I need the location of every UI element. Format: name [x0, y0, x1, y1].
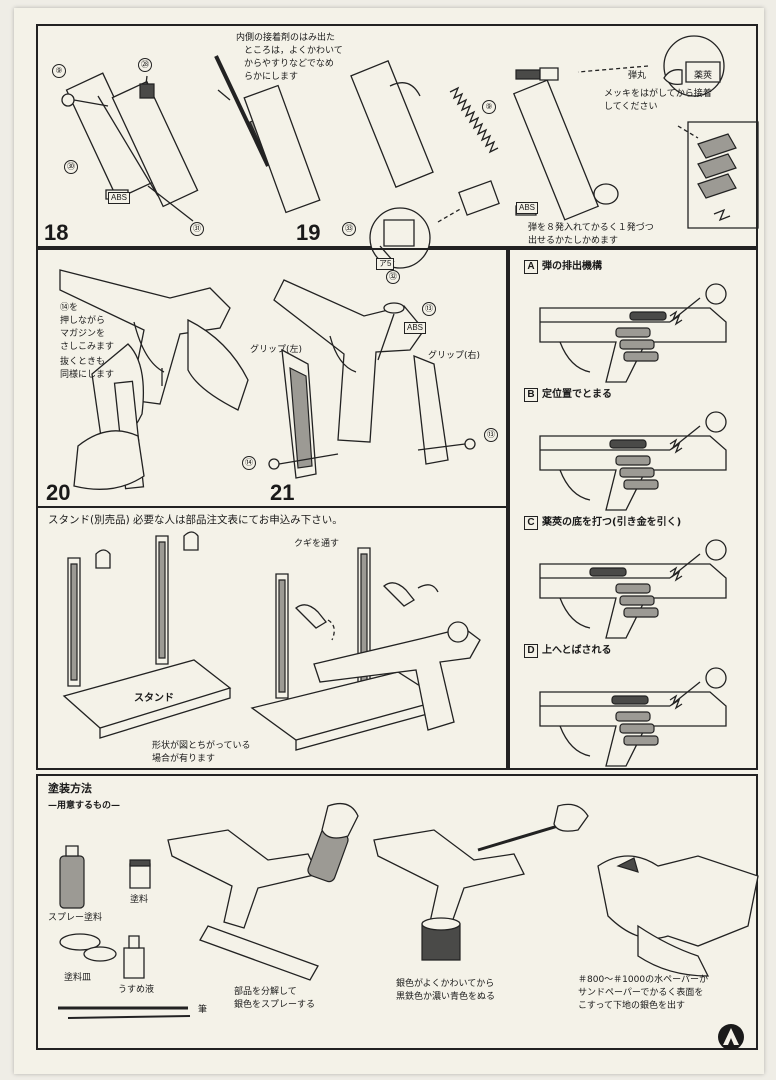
mechanism-step-letter: D — [524, 644, 538, 658]
step-19-note-line-3: からやすりなどでなめ — [244, 59, 334, 69]
mechanism-step-letter: A — [524, 260, 538, 274]
mechanism-diagram-a — [520, 278, 750, 378]
bullet-label: 弾丸 — [628, 71, 647, 81]
shape-note-line-2: 場合が有ります — [152, 754, 216, 764]
painting-drawing — [38, 776, 760, 1052]
painting-step3-line-1: ＃800～＃1000の水ペーパーか — [578, 975, 708, 985]
brush-label: 筆 — [198, 1005, 208, 1015]
instruction-sheet: ⑨ ㉘ ㉚ ㉛ ABS 18 — [14, 8, 764, 1074]
part-number-13-top: ⑬ — [422, 302, 436, 316]
mechanism-step-text: 弾の排出機構 — [542, 261, 602, 272]
step-20-note-line-4: さしこみます — [60, 342, 115, 352]
load-note-line-2: 出せるかたしかめます — [528, 236, 619, 246]
stand-drawing — [38, 508, 510, 772]
part-number-32: ㉜ — [386, 270, 400, 284]
step-18-drawing — [38, 26, 278, 250]
part-number-31: ㉛ — [190, 222, 204, 236]
shape-note-line-1: 形状が図とちがっている — [152, 741, 251, 751]
mechanism-step-title-b: B 定位置でとまる — [524, 388, 612, 402]
part-number-28: ㉘ — [138, 58, 152, 72]
steps-20-21-panel: ⑭を 押しながら マガジンを さしこみます 抜くときも 同様にします 20 グリ… — [36, 248, 508, 508]
stand-label: スタンド — [134, 693, 174, 704]
part-number-33: ㉝ — [342, 222, 356, 236]
part-number-9: ⑨ — [52, 64, 66, 78]
ejection-mechanism-panel: A 弾の排出機構 B 定位置でとまる C 薬莢の底を打つ(引き金を引く) D 上へとばされる — [508, 248, 758, 770]
step-number-20: 20 — [46, 480, 71, 505]
step-19-note-line-4: らかにします — [244, 72, 299, 82]
painting-subtitle: —用意するもの— — [48, 801, 121, 811]
spray-paint-label: スプレー塗料 — [48, 913, 103, 923]
step-20-note-line-5: 抜くときも — [60, 357, 106, 367]
step-number-18: 18 — [44, 220, 69, 245]
painting-step1-line-2: 銀色をスプレーする — [234, 1000, 316, 1010]
grip-right-label: グリップ(右) — [428, 351, 481, 361]
paint-label: 塗料 — [130, 895, 149, 905]
painting-step2-line-2: 黒鉄色か濃い青色をぬる — [396, 992, 496, 1002]
mechanism-diagram-b — [520, 406, 750, 506]
mechanism-step-letter: C — [524, 516, 538, 530]
part-number-13-right: ⑬ — [484, 428, 498, 442]
painting-step3-line-2: サンドペーパーでかるく表面を — [578, 988, 704, 998]
brand-logo-icon — [718, 1024, 744, 1050]
steps-18-19-panel: ⑨ ㉘ ㉚ ㉛ ABS 18 — [36, 24, 760, 284]
mechanism-step-letter: B — [524, 388, 538, 402]
part-number-30: ㉚ — [64, 160, 78, 174]
mechanism-step-text: 上へとばされる — [542, 645, 612, 656]
small-part-tag: ア5 — [376, 258, 395, 270]
step-21-drawing — [38, 250, 510, 510]
mechanism-step-title-a: A 弾の排出機構 — [524, 260, 602, 274]
part-number-14: ⑭ — [242, 456, 256, 470]
thinner-label: うすめ液 — [118, 985, 155, 995]
painting-step2-line-1: 銀色がよくかわいてから — [396, 979, 495, 989]
step-20-note-line-3: マガジンを — [60, 329, 106, 339]
stand-panel: スタンド(別売品) 必要な人は部品注文表にてお申込み下さい。 — [36, 506, 508, 770]
step-20-note-line-6: 同様にします — [60, 370, 115, 380]
step-20-note-line-2: 押しながら — [60, 316, 106, 326]
case-label: 薬莢 — [694, 71, 713, 81]
step-number-19: 19 — [296, 220, 321, 245]
step-20-note-line-1: ⑭を — [60, 303, 79, 313]
painting-step1-line-1: 部品を分解して — [234, 987, 297, 997]
mechanism-diagram-d — [520, 662, 750, 762]
mechanism-step-text: 定位置でとまる — [542, 389, 612, 400]
painting-panel: 塗装方法 —用意するもの— — [36, 774, 758, 1050]
abs-material-tag-step19: ABS — [516, 202, 539, 214]
step-number-21: 21 — [270, 480, 295, 505]
mechanism-step-title-c: C 薬莢の底を打つ(引き金を引く) — [524, 516, 681, 530]
step-19-note-line-1: 内側の接着剤のはみ出た — [236, 33, 336, 43]
mechanism-step-text: 薬莢の底を打つ(引き金を引く) — [542, 517, 682, 528]
grip-left-label: グリップ(左) — [250, 345, 303, 355]
peg-note: クギを通す — [294, 539, 340, 549]
load-note-line-1: 弾を８発入れてかるく１発づつ — [528, 223, 654, 233]
mechanism-step-title-d: D 上へとばされる — [524, 644, 612, 658]
abs-material-tag-step21: ABS — [404, 322, 427, 334]
painting-title: 塗装方法 — [48, 782, 92, 795]
mechanism-diagram-c — [520, 534, 750, 634]
step-19-drawing — [38, 26, 760, 250]
paint-dish-label: 塗料皿 — [64, 973, 92, 983]
step-20-drawing — [38, 250, 258, 510]
painting-step3-line-3: こすって下地の銀色を出す — [578, 1001, 686, 1011]
plating-note-line-2: してください — [604, 102, 658, 112]
abs-material-tag: ABS — [108, 192, 131, 204]
step-19-note-line-2: ところは，よくかわいて — [244, 46, 343, 56]
stand-header: スタンド(別売品) 必要な人は部品注文表にてお申込み下さい。 — [48, 514, 343, 526]
plating-note-line-1: メッキをはがしてから接着 — [604, 89, 712, 99]
part-number-9-step19: ⑨ — [482, 100, 496, 114]
